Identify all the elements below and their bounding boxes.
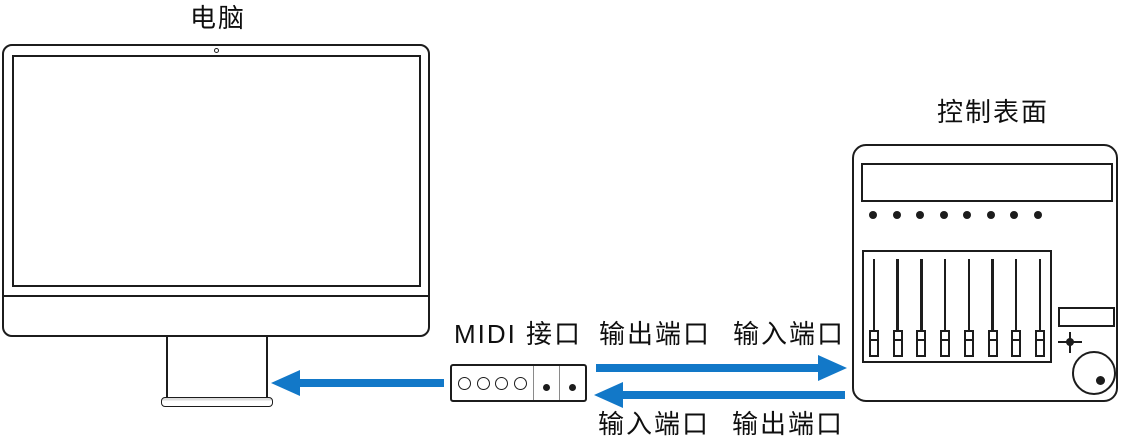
knob-dot xyxy=(963,211,972,219)
knob-dot xyxy=(1010,211,1019,219)
control-surface-label: 控制表面 xyxy=(936,97,1049,127)
fader xyxy=(987,252,998,361)
fader xyxy=(1034,252,1045,361)
arrow-to-control-surface-shaft xyxy=(596,364,820,372)
monitor-stand xyxy=(166,337,268,399)
knob-dot xyxy=(939,211,948,219)
control-surface-fader-panel xyxy=(862,250,1052,363)
midi-din-circle xyxy=(514,376,528,390)
midi-serial-dot-icon xyxy=(569,383,576,391)
bottom-input-port-label: 输入端口 xyxy=(598,409,711,439)
control-surface-knob-row xyxy=(869,211,1042,219)
midi-din-ports xyxy=(452,366,533,400)
midi-serial-port xyxy=(533,366,559,400)
fader xyxy=(940,252,951,361)
fader xyxy=(892,252,903,361)
jog-wheel xyxy=(1072,351,1116,395)
midi-serial-port xyxy=(559,366,585,400)
knob-dot xyxy=(1033,211,1042,219)
knob-dot xyxy=(892,211,901,219)
jog-wheel-dot-icon xyxy=(1096,376,1105,385)
arrow-to-midi-interface-head xyxy=(594,382,623,408)
knob-dot xyxy=(869,211,877,219)
fader xyxy=(916,252,927,361)
knob-dot xyxy=(986,211,995,219)
computer-label: 电脑 xyxy=(189,3,246,33)
control-surface-readout xyxy=(1058,307,1115,327)
midi-interface-label: MIDI 接口 xyxy=(453,319,583,349)
midi-din-circle xyxy=(457,376,471,390)
arrow-to-computer-head xyxy=(271,370,300,396)
fader xyxy=(963,252,974,361)
knob-dot xyxy=(916,211,925,219)
monitor-chin-divider xyxy=(4,295,428,297)
arrow-to-control-surface-head xyxy=(818,355,847,381)
computer-screen xyxy=(12,55,421,287)
midi-serial-dot-icon xyxy=(543,383,550,391)
midi-din-circle xyxy=(476,376,490,390)
arrow-to-computer-shaft xyxy=(297,379,444,387)
midi-interface-device xyxy=(450,364,587,402)
top-output-port-label: 输出端口 xyxy=(599,319,712,349)
top-input-port-label: 输入端口 xyxy=(733,319,846,349)
fader xyxy=(1011,252,1022,361)
bottom-output-port-label: 输出端口 xyxy=(732,409,845,439)
crosshair-dot-icon xyxy=(1066,338,1074,346)
control-surface-display xyxy=(861,163,1113,202)
arrow-to-midi-interface-shaft xyxy=(621,391,845,399)
camera-dot-icon xyxy=(214,48,219,53)
fader xyxy=(869,252,879,361)
monitor-stand-base xyxy=(161,397,273,407)
midi-din-circle xyxy=(495,376,509,390)
